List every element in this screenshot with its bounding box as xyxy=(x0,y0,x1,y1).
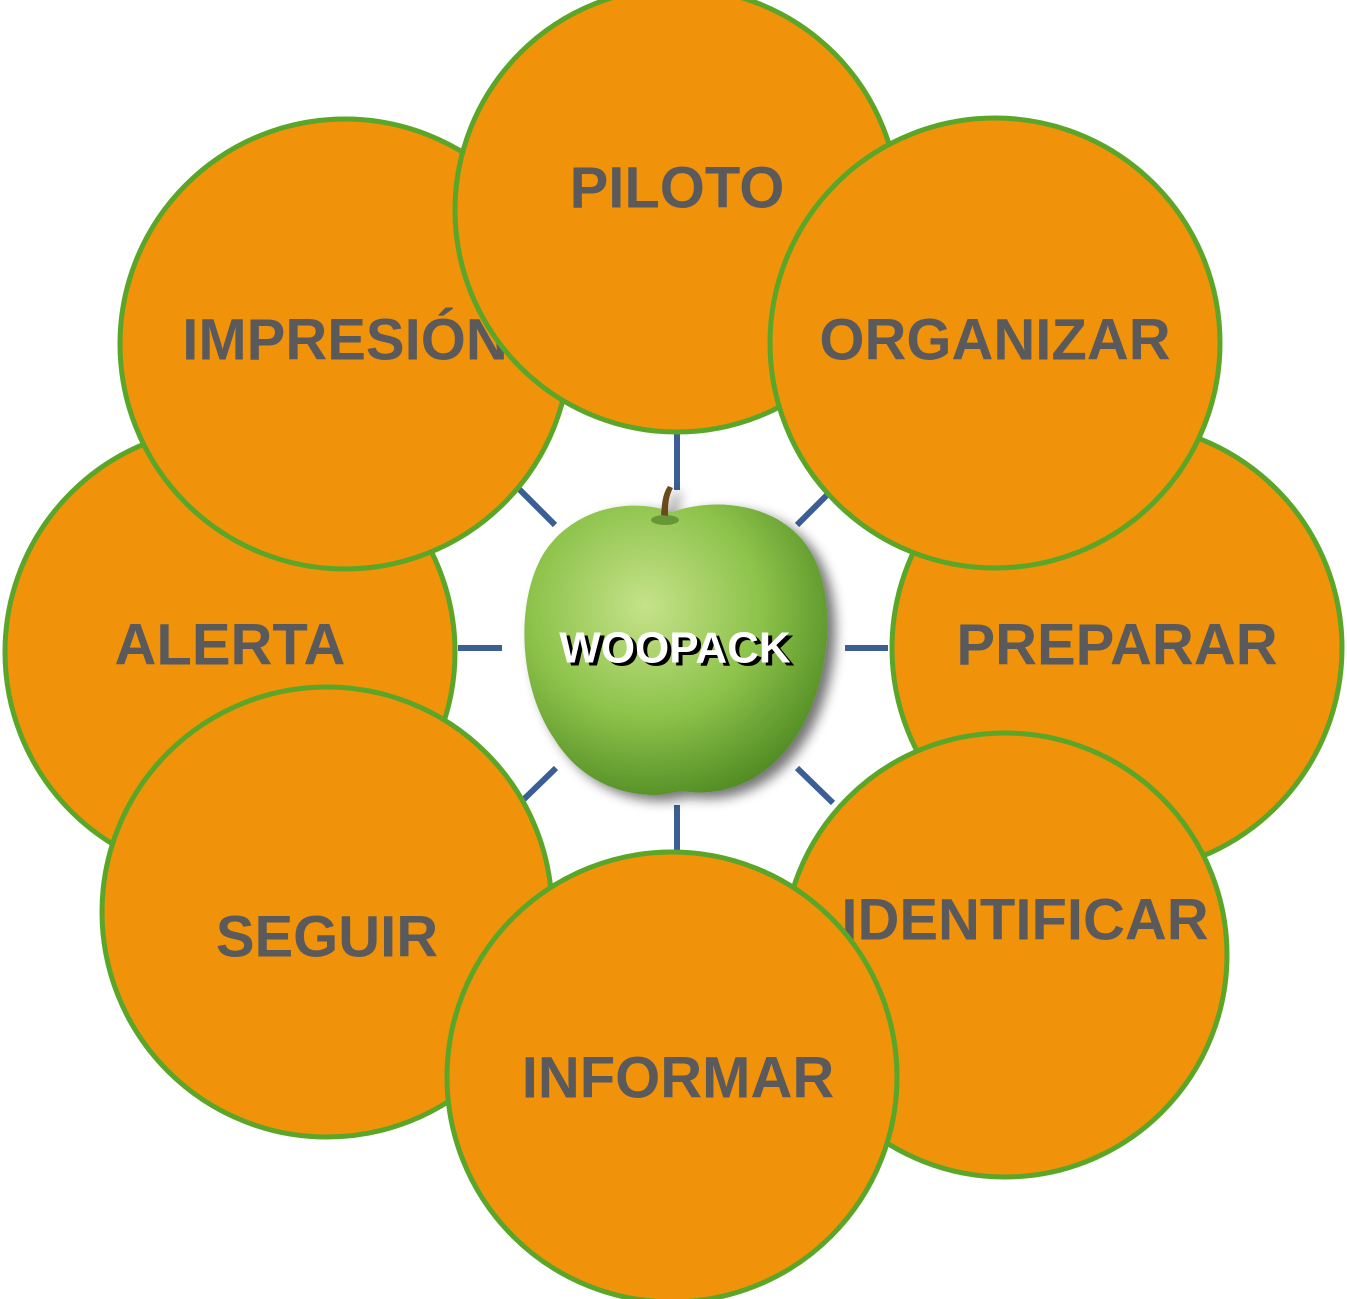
apple-stem xyxy=(661,486,673,516)
center-label: WOOPACK xyxy=(559,624,791,673)
node-informar: INFORMAR xyxy=(447,852,897,1299)
node-label: PREPARAR xyxy=(956,613,1277,678)
connector-line xyxy=(797,492,830,525)
node-label: INFORMAR xyxy=(522,1046,835,1111)
node-label: IMPRESIÓN xyxy=(182,308,508,373)
center-hub: WOOPACK WOOPACK xyxy=(524,486,827,795)
node-label: PILOTO xyxy=(570,156,785,221)
node-label: IDENTIFICAR xyxy=(841,888,1208,953)
node-label: SEGUIR xyxy=(216,905,438,970)
node-organizar: ORGANIZAR xyxy=(770,118,1220,568)
connector-line xyxy=(518,488,555,525)
node-label: ORGANIZAR xyxy=(819,308,1170,373)
connector-line xyxy=(520,768,556,803)
connector-line xyxy=(797,768,833,803)
node-label: ALERTA xyxy=(115,613,346,678)
